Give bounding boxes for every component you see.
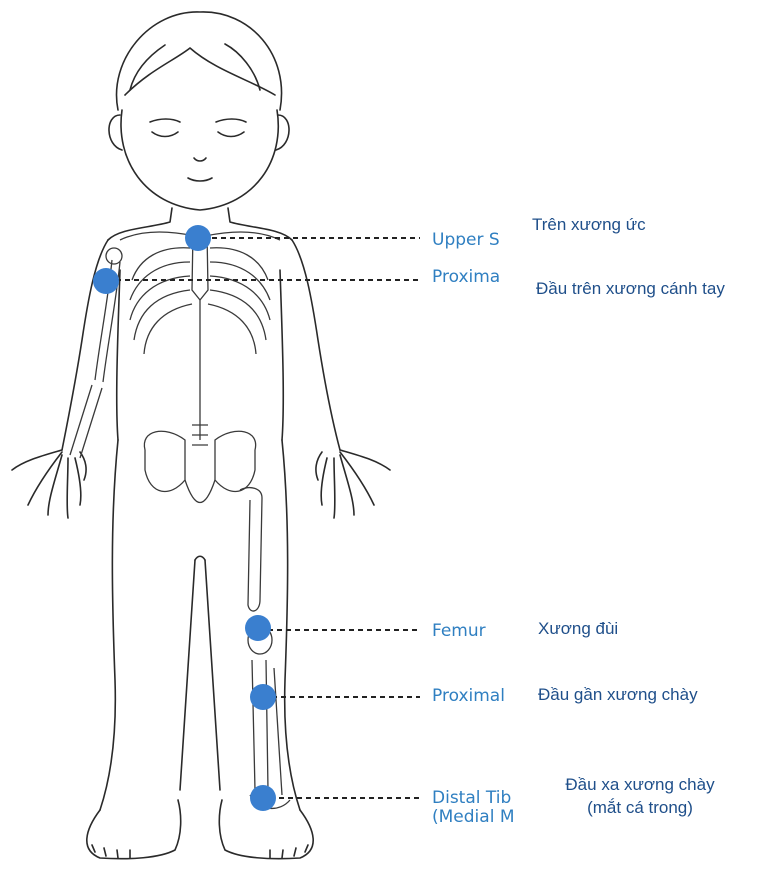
right-femur: [240, 488, 262, 611]
pelvis-left: [144, 431, 185, 491]
label-vi-proximal-tibia: Đầu gần xương chày: [538, 684, 698, 705]
mouth: [188, 178, 212, 181]
hair-outline: [117, 12, 282, 110]
label-en-femur: Femur: [432, 621, 512, 641]
marker-sternum: [185, 225, 211, 251]
label-en-humerus: Proxima: [432, 267, 510, 287]
leader-lines: [116, 238, 420, 798]
label-vi-sternum: Trên xương ức: [532, 214, 646, 235]
right-fibula: [274, 668, 282, 795]
label-vi-femur: Xương đùi: [538, 618, 618, 639]
label-vi-distal-tibia-line2: (mắt cá trong): [540, 797, 740, 818]
left-leg-outline: [100, 440, 118, 810]
label-en-sternum: Upper S: [432, 230, 510, 250]
marker-proximal-tibia: [250, 684, 276, 710]
marker-humerus: [93, 268, 119, 294]
left-clavicle: [120, 232, 195, 240]
label-en-proximal-tibia: Proximal: [432, 686, 512, 706]
left-eye: [152, 132, 178, 137]
right-hand: [316, 450, 390, 518]
right-arm-outline: [292, 240, 340, 450]
right-eye: [218, 132, 244, 137]
left-hand: [12, 450, 86, 518]
label-vi-distal-tibia-line1: Đầu xa xương chày: [540, 774, 740, 795]
label-en-distal-tibia-line2: (Medial M: [432, 807, 514, 827]
label-vi-humerus: Đầu trên xương cánh tay: [536, 278, 725, 299]
right-tibia: [252, 660, 268, 790]
pelvis-right: [215, 431, 256, 491]
right-leg-outline: [282, 440, 300, 810]
face-outline: [121, 110, 278, 210]
marker-distal-tibia: [250, 785, 276, 811]
marker-femur: [245, 615, 271, 641]
label-en-distal-tibia-line1: Distal Tib: [432, 788, 514, 808]
skeleton-overlay: [70, 232, 290, 808]
